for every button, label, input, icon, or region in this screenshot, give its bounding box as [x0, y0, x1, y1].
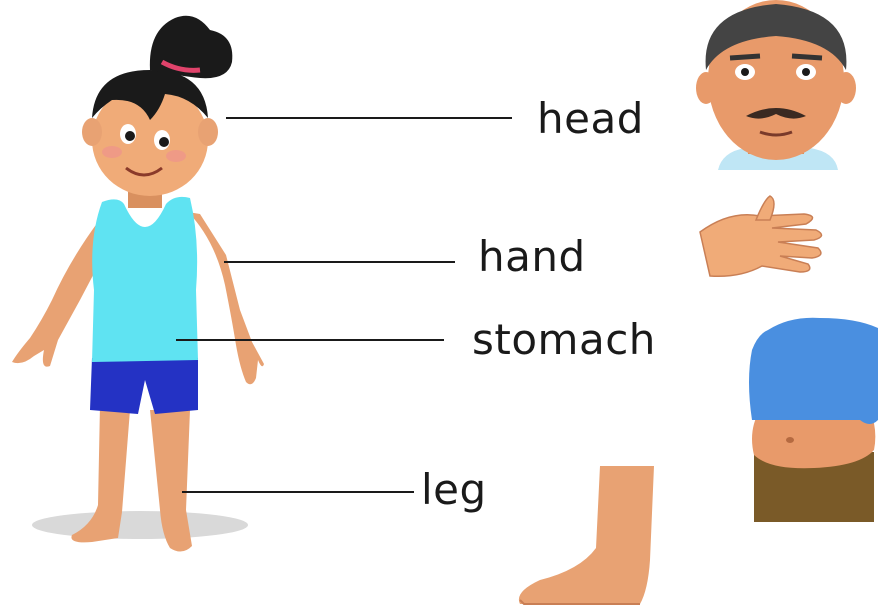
label-stomach: stomach [472, 319, 656, 361]
hand-palm-icon [700, 196, 822, 276]
girl-figure-icon [12, 16, 264, 552]
stomach-torso-icon [749, 318, 878, 522]
label-leg: leg [421, 469, 487, 511]
label-head: head [537, 98, 644, 140]
man-face-icon [696, 0, 856, 170]
label-hand: hand [478, 236, 586, 278]
foot-leg-icon [519, 466, 654, 604]
